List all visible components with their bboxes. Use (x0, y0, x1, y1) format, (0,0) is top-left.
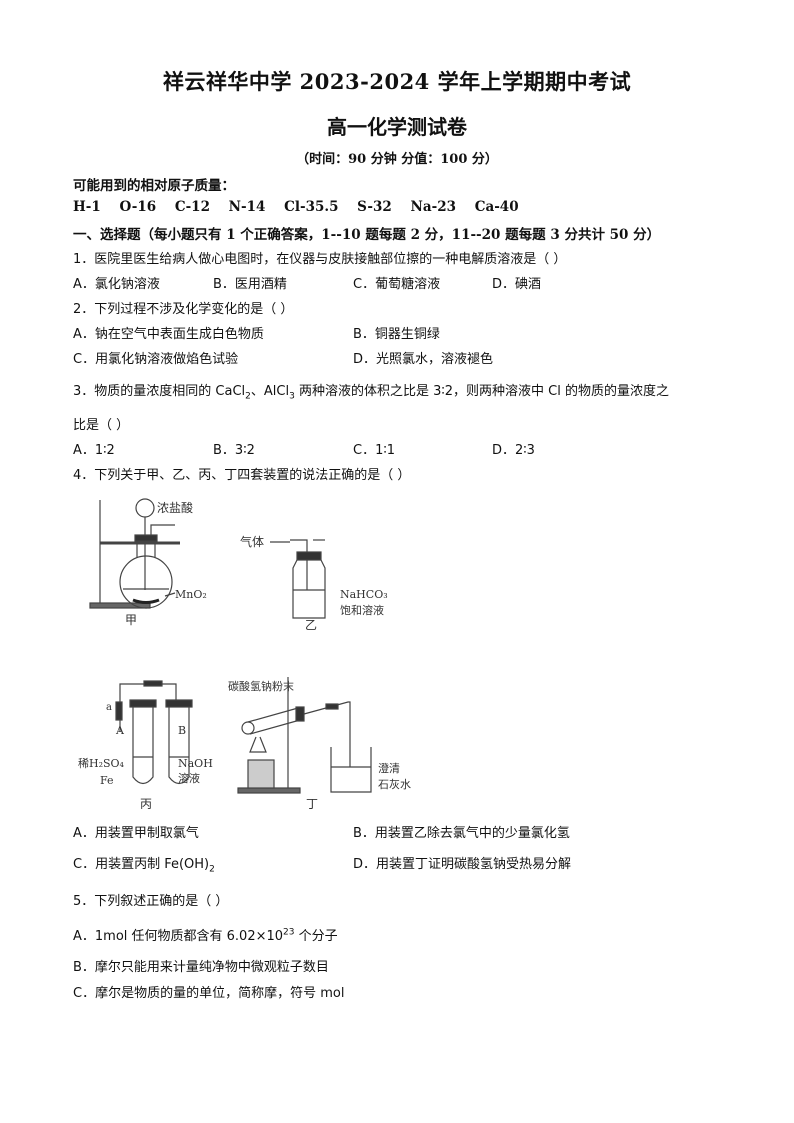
label-nahco3: NaHCO₃ (340, 588, 388, 601)
label-solution: 溶液 (178, 771, 200, 785)
atomic-mass-label: 可能用到的相对原子质量： (73, 178, 235, 194)
exam-title: 祥云祥华中学 2023-2024 学年上学期期中考试 (162, 69, 632, 94)
q2-option-a: A．钠在空气中表面生成白色物质 (73, 327, 264, 342)
label-B: B (178, 724, 186, 737)
q3-option-b: B．3∶2 (213, 443, 255, 458)
label-gas: 气体 (240, 534, 264, 549)
label-fe: Fe (100, 774, 114, 787)
label-saturated: 饱和溶液 (340, 603, 384, 617)
mass-item: O-16 (119, 199, 157, 215)
label-nahco3-powder: 碳酸氢钠粉末 (228, 679, 294, 693)
question-4-stem: 4．下列关于甲、乙、丙、丁四套装置的说法正确的是（ ） (73, 468, 411, 483)
q3-option-c: C．1∶1 (353, 443, 396, 458)
q3-option-a: A．1∶2 (73, 443, 115, 458)
section-heading: 一、选择题（每小题只有 1 个正确答案，1--10 题每题 2 分，11--20… (73, 227, 661, 243)
label-mno2: MnO₂ (175, 588, 207, 601)
q5-option-c: C．摩尔是物质的量的单位，简称摩，符号 mol (73, 986, 345, 1001)
apparatus-ding-figure: 碳酸氢钠粉末 澄清 石灰水 丁 (228, 677, 411, 811)
caption-bing: 丙 (140, 797, 152, 811)
q4-option-c: C．用装置丙制 Fe(OH)2 (73, 857, 215, 875)
mass-item: N-14 (228, 199, 266, 215)
label-h2so4: 稀H₂SO₄ (78, 757, 125, 770)
mass-item: Cl-35.5 (284, 199, 339, 215)
caption-yi: 乙 (305, 618, 317, 630)
exam-subtitle: 高一化学测试卷 (327, 115, 467, 139)
question-3-stem: 3．物质的量浓度相同的 CaCl2、AlCl3 两种溶液的体积之比是 3∶2，则… (73, 384, 669, 402)
caption-jia: 甲 (125, 613, 137, 627)
apparatus-jia-figure: 浓盐酸 MnO₂ 甲 (89, 498, 207, 627)
mass-item: Na-23 (410, 199, 456, 215)
question-2-stem: 2．下列过程不涉及化学变化的是（ ） (73, 302, 294, 317)
label-A: A (115, 724, 125, 737)
question-1-stem: 1．医院里医生给病人做心电图时，在仪器与皮肤接触部位擦的一种电解质溶液是（ ） (73, 252, 567, 267)
atomic-mass-list: H-1 O-16 C-12 N-14 Cl-35.5 S-32 Na-23 Ca… (73, 199, 533, 215)
question-3-stem-cont: 比是（ ） (73, 418, 130, 433)
label-a: a (106, 702, 112, 713)
caption-ding: 丁 (306, 797, 318, 811)
exam-meta: （时间：90 分钟 分值：100 分） (296, 152, 498, 167)
q2-option-c: C．用氯化钠溶液做焰色试验 (73, 352, 239, 367)
q1-option-a: A．氯化钠溶液 (73, 277, 160, 292)
label-limewater: 石灰水 (378, 777, 411, 791)
mass-item: Ca-40 (474, 199, 519, 215)
q1-option-c: C．葡萄糖溶液 (353, 277, 441, 292)
apparatus-yi-figure: 气体 NaHCO₃ 饱和溶液 乙 (240, 534, 388, 630)
q1-option-d: D．碘酒 (492, 277, 542, 292)
mass-item: C-12 (174, 199, 210, 215)
q4-option-a: A．用装置甲制取氯气 (73, 826, 199, 841)
q5-option-b: B．摩尔只能用来计量纯净物中微观粒子数目 (73, 960, 329, 975)
label-naoh: NaOH (178, 757, 213, 770)
apparatus-bing-figure: a A B 稀H₂SO₄ Fe NaOH 溶液 丙 (78, 680, 213, 811)
q3-option-d: D．2∶3 (492, 443, 535, 458)
label-hcl: 浓盐酸 (157, 500, 193, 515)
q4-option-b: B．用装置乙除去氯气中的少量氯化氢 (353, 826, 570, 841)
label-clear: 澄清 (378, 761, 400, 775)
q4-option-d: D．用装置丁证明碳酸氢钠受热易分解 (353, 857, 572, 872)
mass-item: S-32 (357, 199, 392, 215)
question-5-stem: 5．下列叙述正确的是（ ） (73, 894, 229, 909)
q2-option-b: B．铜器生铜绿 (353, 327, 440, 342)
q2-option-d: D．光照氯水，溶液褪色 (353, 352, 494, 367)
mass-item: H-1 (73, 199, 101, 215)
q1-option-b: B．医用酒精 (213, 277, 287, 292)
q5-option-a: A．1mol 任何物质都含有 6.02×1023 个分子 (73, 927, 338, 944)
